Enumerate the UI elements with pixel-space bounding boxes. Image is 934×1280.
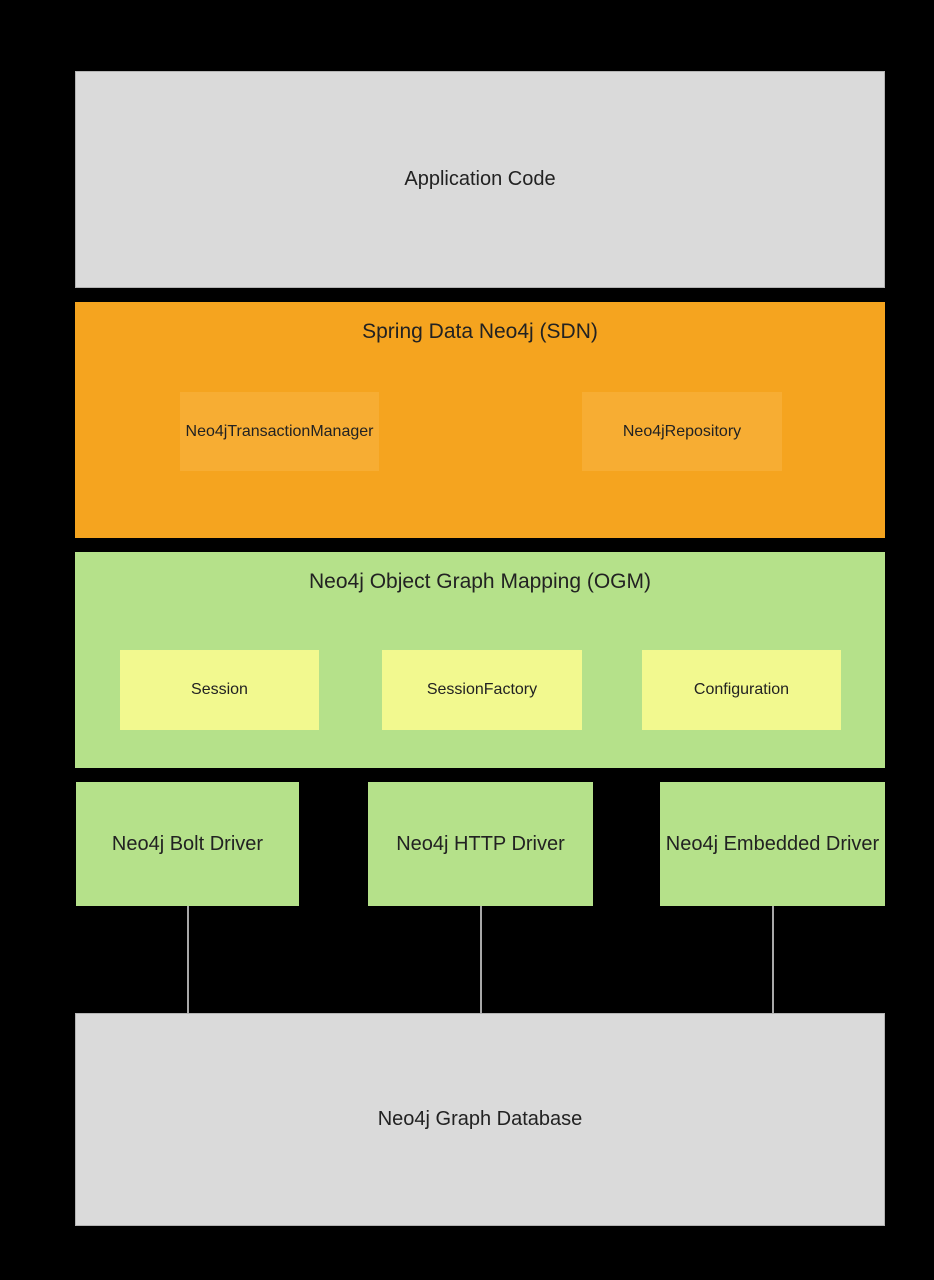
session-factory-box: SessionFactory	[382, 650, 582, 730]
graph-database-label: Neo4j Graph Database	[377, 1108, 583, 1130]
configuration-label: Configuration	[693, 681, 790, 698]
repository-label: Neo4jRepository	[622, 422, 742, 440]
bolt-driver-box: Neo4j Bolt Driver	[76, 782, 299, 906]
bolt-driver-connector-line	[187, 906, 189, 1013]
embedded-driver-connector-line	[772, 906, 774, 1013]
bolt-driver-label: Neo4j Bolt Driver	[111, 832, 264, 855]
ogm-layer-box: Neo4j Object Graph Mapping (OGM) Session…	[75, 552, 885, 768]
embedded-driver-box: Neo4j Embedded Driver	[660, 782, 885, 906]
sdn-layer-title: Spring Data Neo4j (SDN)	[362, 320, 598, 343]
session-factory-label: SessionFactory	[426, 681, 538, 698]
application-code-box: Application Code	[75, 71, 885, 288]
transaction-manager-box: Neo4jTransactionManager	[180, 392, 379, 471]
sdn-layer-box: Spring Data Neo4j (SDN) Neo4jTransaction…	[75, 302, 885, 538]
application-code-label: Application Code	[404, 168, 556, 190]
http-driver-connector-line	[480, 906, 482, 1013]
session-box: Session	[120, 650, 319, 730]
ogm-layer-title: Neo4j Object Graph Mapping (OGM)	[309, 570, 651, 593]
configuration-box: Configuration	[642, 650, 841, 730]
graph-database-box: Neo4j Graph Database	[75, 1013, 885, 1226]
http-driver-label: Neo4j HTTP Driver	[396, 832, 565, 855]
embedded-driver-label: Neo4j Embedded Driver	[665, 832, 880, 855]
http-driver-box: Neo4j HTTP Driver	[368, 782, 593, 906]
session-label: Session	[191, 681, 248, 698]
repository-box: Neo4jRepository	[582, 392, 782, 471]
transaction-manager-label: Neo4jTransactionManager	[185, 422, 374, 440]
